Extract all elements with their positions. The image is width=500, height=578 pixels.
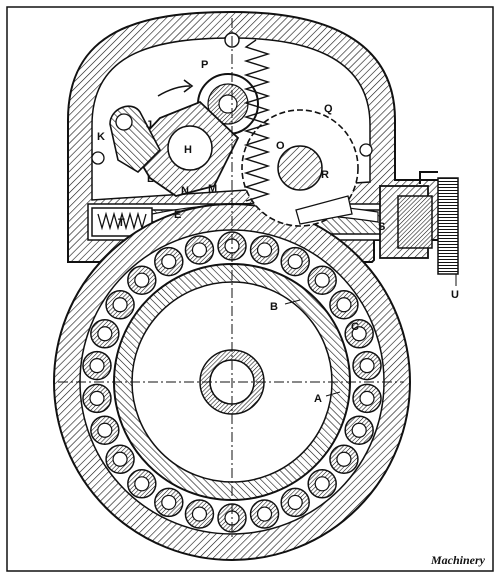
- label-a: A: [314, 393, 322, 405]
- label-l: L: [147, 173, 154, 185]
- lever-h-pivot: [167, 125, 213, 171]
- roller-core: [336, 297, 352, 313]
- housing-screw-right: [359, 143, 373, 157]
- roller-core: [287, 494, 303, 511]
- spring-o: [243, 39, 271, 202]
- pawl-pivot-k: [115, 113, 133, 131]
- roller-core: [314, 272, 330, 288]
- pawl-r: [295, 195, 353, 225]
- label-u: U: [451, 289, 459, 301]
- roller-core: [112, 297, 128, 313]
- roller-core: [112, 451, 128, 467]
- roller-core: [161, 253, 177, 270]
- leader-lines: [284, 274, 457, 397]
- label-r: R: [321, 169, 329, 181]
- label-p: P: [201, 59, 208, 71]
- roller-core: [97, 422, 113, 438]
- label-k: K: [97, 131, 105, 143]
- label-q: Q: [324, 103, 333, 115]
- dial-pointer: [419, 171, 438, 184]
- label-o: O: [276, 140, 285, 152]
- roller-core: [256, 506, 273, 522]
- label-h: H: [184, 144, 192, 156]
- spring-t-coils: [97, 211, 147, 231]
- roller-core: [359, 390, 375, 406]
- label-n: N: [181, 185, 189, 197]
- label-j: J: [146, 119, 152, 131]
- gear-q-hub: [277, 145, 323, 191]
- centre-lines: [58, 18, 404, 540]
- publisher-credit: Machinery: [430, 553, 486, 567]
- label-m: M: [208, 183, 217, 195]
- roller-core: [89, 390, 105, 406]
- label-b: B: [270, 301, 278, 313]
- housing-screw-left: [91, 151, 105, 165]
- roller-core: [134, 272, 150, 288]
- roller-core: [351, 326, 367, 342]
- roller-core: [256, 242, 273, 258]
- roller-core: [351, 422, 367, 438]
- roller-core: [191, 506, 208, 522]
- graduated-dial-u: [437, 177, 459, 275]
- roller-set: [82, 231, 382, 533]
- roller-core: [134, 476, 150, 492]
- roller-core: [287, 253, 303, 270]
- label-t: T: [118, 217, 125, 229]
- drawing-border: [6, 6, 494, 572]
- roller-core: [336, 451, 352, 467]
- roller-core: [97, 326, 113, 342]
- rotation-arrow: [157, 79, 194, 97]
- gear-p-bore: [218, 94, 238, 114]
- adjusting-nut: [397, 195, 433, 249]
- label-c: C: [351, 321, 359, 333]
- roller-core: [359, 358, 375, 374]
- roller-core: [314, 476, 330, 492]
- roller-core: [191, 242, 208, 258]
- roller-core: [161, 494, 177, 511]
- roller-core: [89, 358, 105, 374]
- label-s: S: [378, 221, 385, 233]
- label-e: E: [174, 209, 181, 221]
